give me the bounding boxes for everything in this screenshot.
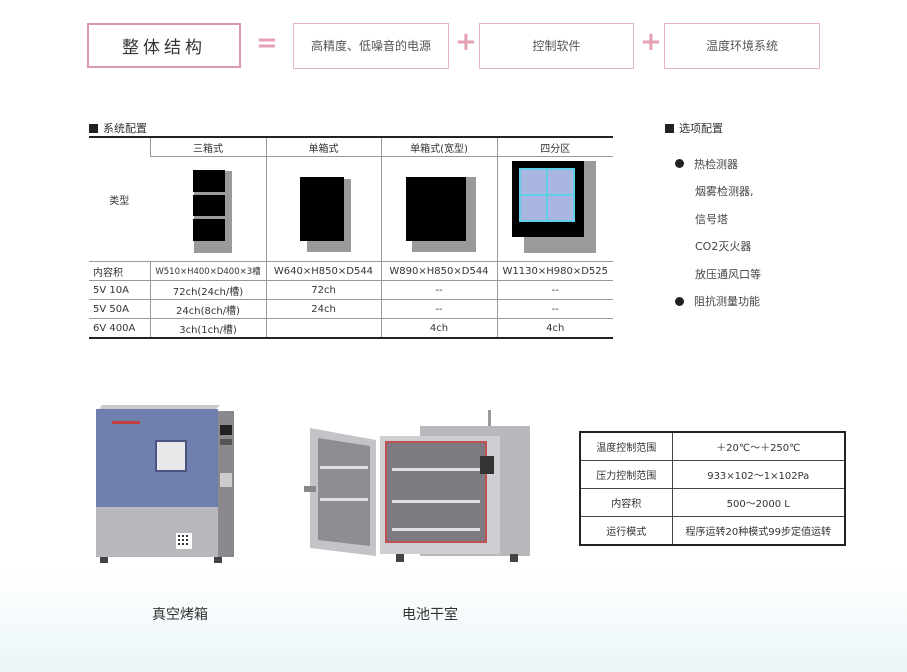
system-config-heading: 系统配置 <box>89 120 147 136</box>
table-row: 温度控制范围 ＋20℃～＋250℃ <box>579 431 846 461</box>
spec-label: 内容积 <box>579 488 673 517</box>
table-row: 内容积 500～2000 L <box>579 488 846 517</box>
cell <box>265 318 381 339</box>
cell: 3ch(1ch/槽) <box>149 318 266 339</box>
formula-item-temperature: 温度环境系统 <box>664 23 820 69</box>
cell: -- <box>380 299 497 319</box>
row-label: 内容积 <box>89 261 150 281</box>
spec-label: 运行模式 <box>579 516 673 546</box>
battery-dry-room-caption: 电池干室 <box>402 607 458 623</box>
row-label: 6V 400A <box>89 318 150 339</box>
row-label: 5V 50A <box>89 299 150 319</box>
cell: -- <box>496 280 613 300</box>
list-item: 放压通风口等 <box>695 267 761 281</box>
spec-value: 程序运转20种模式99步定值运转 <box>671 516 846 546</box>
list-item: 烟雾检测器, <box>695 185 754 199</box>
row-label: 5V 10A <box>89 280 150 300</box>
list-item: CO2灭火器 <box>695 240 752 254</box>
plus-sign-1: + <box>455 27 477 57</box>
formula-item-software-label: 控制软件 <box>532 38 581 53</box>
formula-item-temperature-label: 温度环境系统 <box>705 38 778 53</box>
cell: 72ch(24ch/槽) <box>149 280 266 300</box>
equals-sign: = <box>256 28 278 58</box>
list-item: 热检测器 <box>675 150 761 178</box>
list-item: 信号塔 <box>695 212 728 226</box>
col-header: 单箱式(宽型) <box>380 136 497 157</box>
formula-item-power: 高精度、低噪音的电源 <box>293 23 449 69</box>
formula-item-software: 控制软件 <box>479 23 634 69</box>
cell: 4ch <box>496 318 613 339</box>
three-chamber-diagram <box>193 170 232 253</box>
spec-value: ＋20℃～＋250℃ <box>671 431 846 461</box>
cell: 24ch(8ch/槽) <box>149 299 266 319</box>
cell: 4ch <box>380 318 497 339</box>
options-title: 选项配置 <box>679 122 723 135</box>
cell: W510×H400×D400×3槽 <box>149 261 266 281</box>
spec-value: 500～2000 L <box>671 488 846 517</box>
cell: -- <box>496 299 613 319</box>
spec-value: 933×102～1×102Pa <box>671 460 846 489</box>
vacuum-oven-image <box>96 405 234 563</box>
single-chamber-diagram <box>299 177 351 252</box>
col-header: 三箱式 <box>149 136 266 157</box>
square-bullet-icon <box>89 123 98 133</box>
single-wide-chamber-cell <box>380 156 497 262</box>
col-header: 单箱式 <box>265 136 381 157</box>
system-config-table: 类型 三箱式 单箱式 单箱式(宽型) 四分区 <box>89 136 613 339</box>
table-row: 内容积 W510×H400×D400×3槽 W640×H850×D544 W89… <box>89 261 613 281</box>
options-heading: 选项配置 <box>665 120 723 136</box>
four-zone-chamber-diagram <box>511 161 596 253</box>
bullet-dot-icon <box>675 296 684 306</box>
plus-sign-2: + <box>640 27 662 57</box>
formula-item-power-label: 高精度、低噪音的电源 <box>311 38 432 53</box>
vacuum-oven-caption: 真空烤箱 <box>152 607 208 623</box>
cell: -- <box>380 280 497 300</box>
table-row: 6V 400A 3ch(1ch/槽) 4ch 4ch <box>89 318 613 339</box>
three-chamber-cell <box>150 156 266 262</box>
list-item: 阻抗测量功能 <box>675 288 761 316</box>
single-chamber-cell <box>265 156 381 262</box>
main-title-box: 整体结构 <box>87 23 241 68</box>
cell: 72ch <box>265 280 381 300</box>
table-row: 5V 10A 72ch(24ch/槽) 72ch -- -- <box>89 280 613 300</box>
cell: W1130×H980×D525 <box>496 261 613 281</box>
cell: 24ch <box>265 299 381 319</box>
table-row: 5V 50A 24ch(8ch/槽) 24ch -- -- <box>89 299 613 319</box>
cell: W640×H850×D544 <box>265 261 381 281</box>
spec-table: 温度控制范围 ＋20℃～＋250℃ 压力控制范围 933×102～1×102Pa… <box>579 431 846 546</box>
single-wide-chamber-diagram <box>405 177 476 252</box>
system-config-title: 系统配置 <box>103 122 147 135</box>
bullet-dot-icon <box>675 159 684 169</box>
table-row: 压力控制范围 933×102～1×102Pa <box>579 460 846 489</box>
square-bullet-icon <box>665 123 674 133</box>
spec-label: 温度控制范围 <box>579 431 673 461</box>
table-row: 运行模式 程序运转20种模式99步定值运转 <box>579 516 846 546</box>
cell: W890×H850×D544 <box>380 261 497 281</box>
four-zone-chamber-cell <box>496 156 613 262</box>
battery-dry-room-image <box>304 410 530 562</box>
options-list: 热检测器 烟雾检测器, 信号塔 CO2灭火器 放压通风口等 阻抗测量功能 <box>675 150 761 315</box>
main-title: 整体结构 <box>122 38 206 58</box>
type-label: 类型 <box>89 136 150 262</box>
type-images-row <box>89 156 613 262</box>
table-header-row: 类型 三箱式 单箱式 单箱式(宽型) 四分区 <box>89 136 613 262</box>
col-header: 四分区 <box>496 136 613 157</box>
spec-label: 压力控制范围 <box>579 460 673 489</box>
